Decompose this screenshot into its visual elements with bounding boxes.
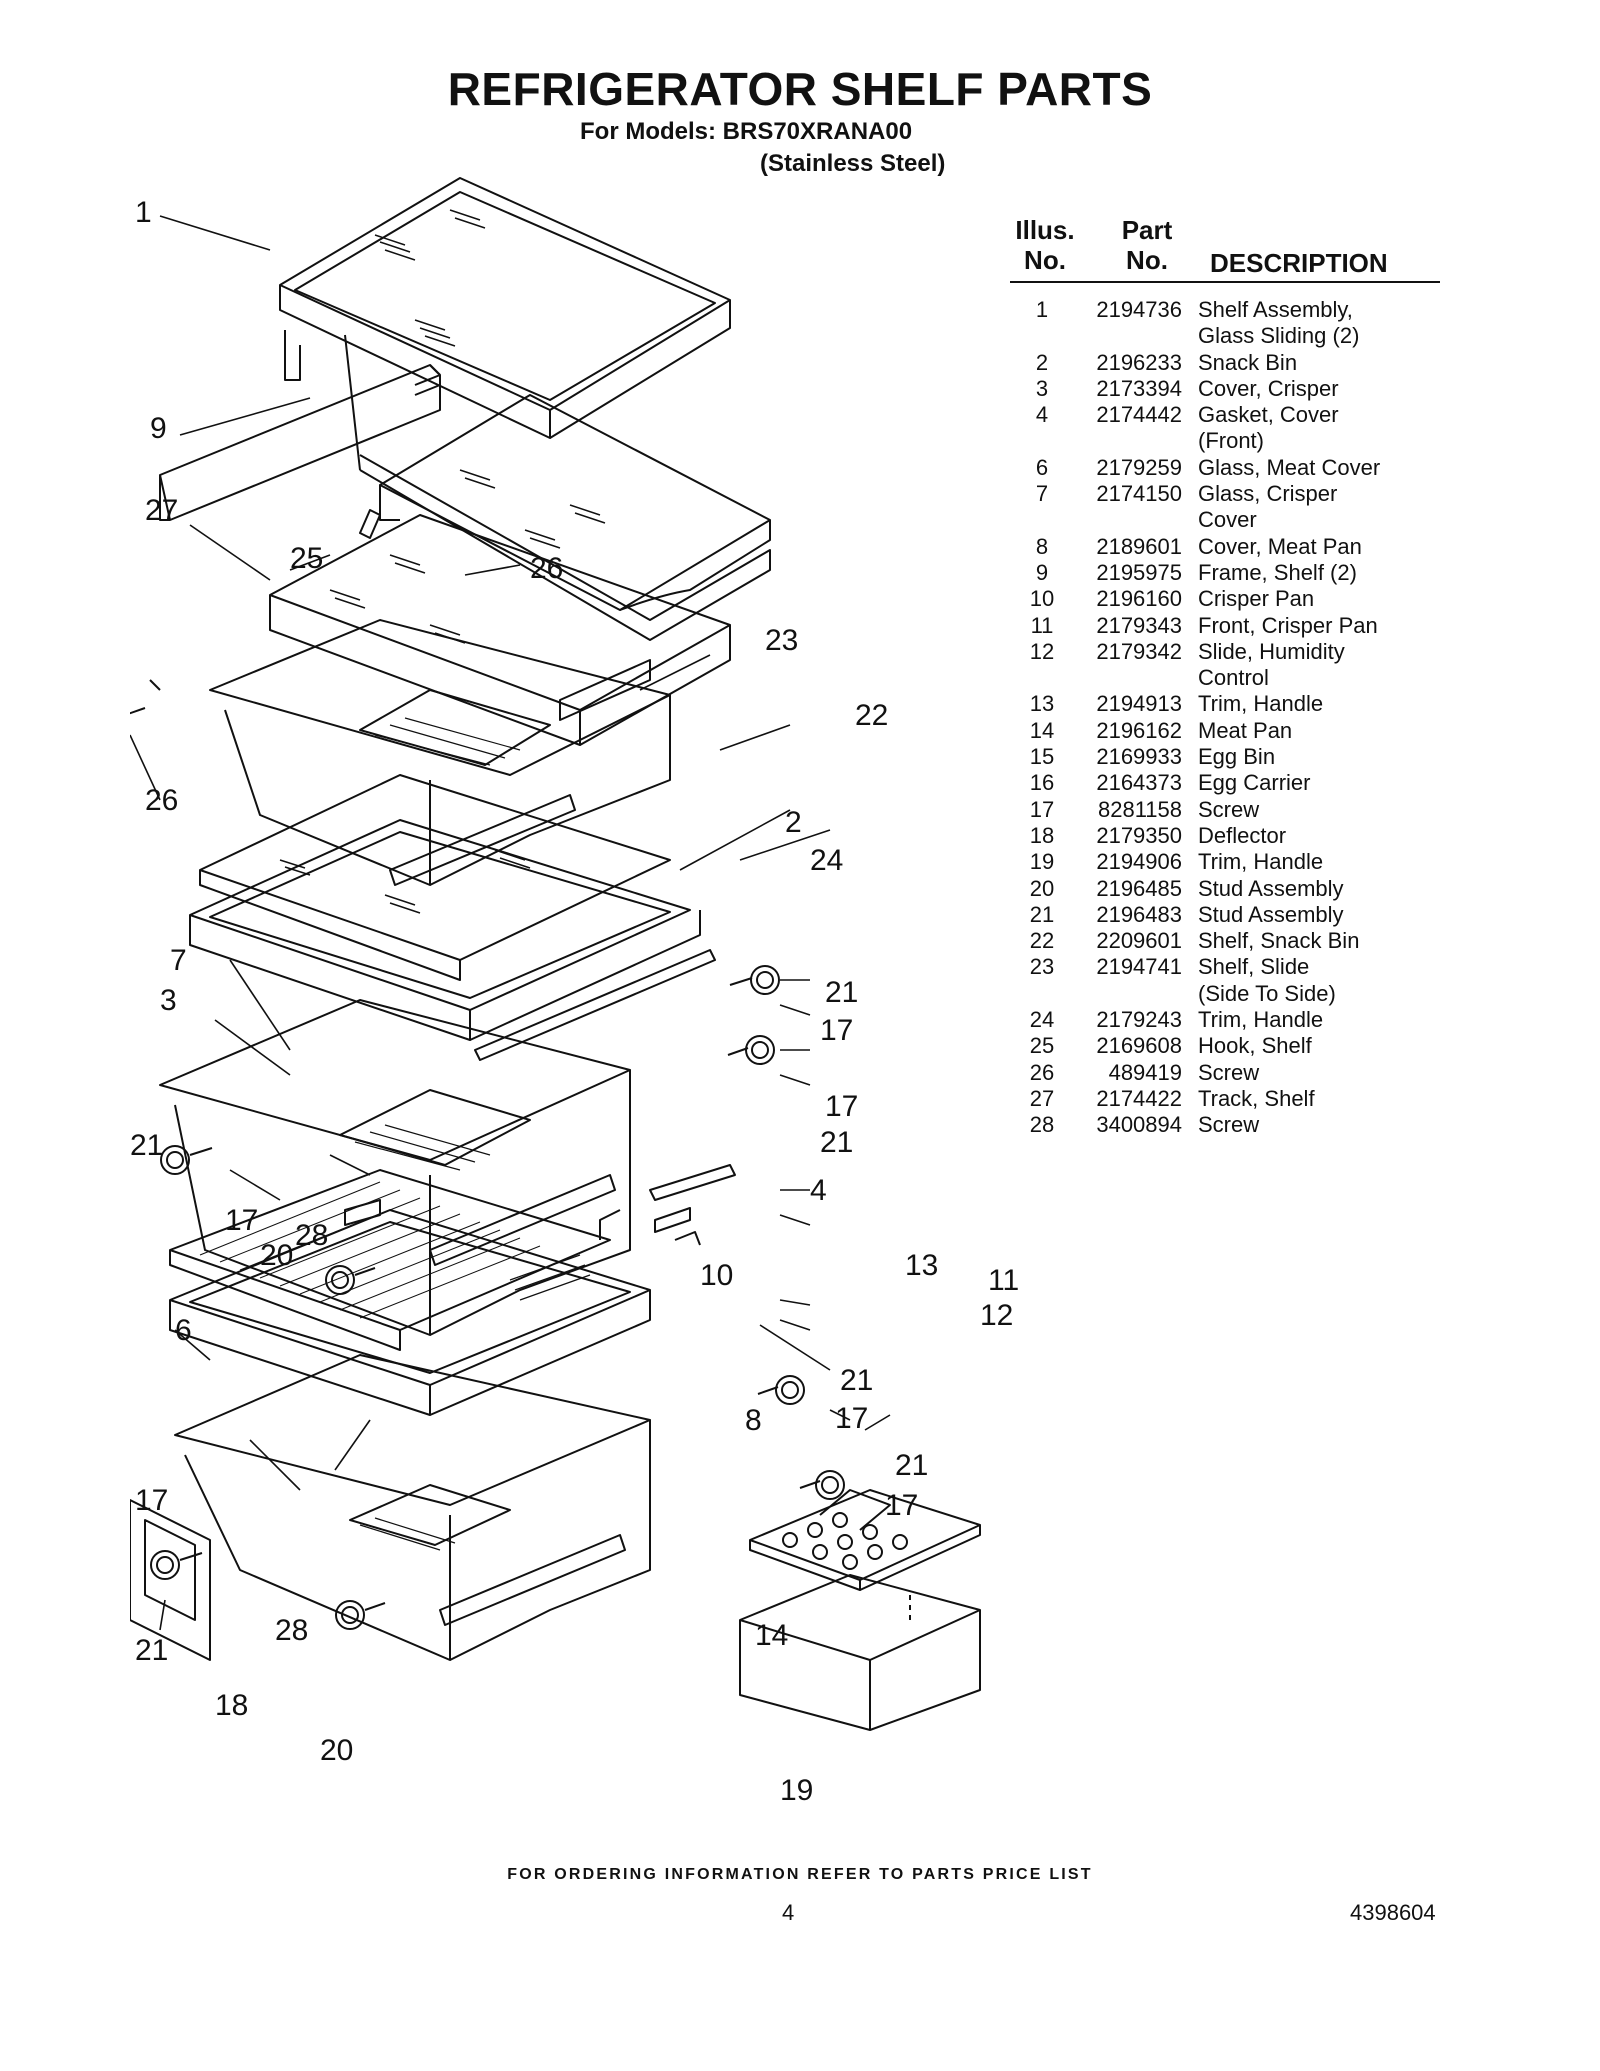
callout-label: 17: [825, 1090, 858, 1123]
page-title: REFRIGERATOR SHELF PARTS: [447, 63, 1153, 115]
callout-label: 20: [260, 1239, 293, 1272]
document-number: 4398604: [1350, 1900, 1436, 1925]
callout-label: 13: [905, 1249, 938, 1282]
callout-label: 9: [150, 412, 167, 445]
callout-leader-lines: [130, 215, 891, 1631]
crisper-cover-frame-part: [189, 819, 716, 1061]
page-number: 4: [782, 1900, 795, 1925]
callout-label: 21: [820, 1126, 853, 1159]
meat-pan-part: [174, 1354, 651, 1661]
exploded-parts-diagram: 1 9 27 26 25 23 26 22 2 24 7 3 21 17 21 …: [130, 177, 1019, 1807]
callout-label: 26: [145, 784, 178, 817]
callout-label: 14: [755, 1619, 788, 1652]
callout-label: 21: [840, 1364, 873, 1397]
glass-shelf-part: [279, 177, 771, 641]
part-header-no: No.: [1126, 245, 1168, 275]
callout-label: 3: [160, 984, 177, 1017]
crisper-cover-glass-part: [199, 774, 671, 981]
callout-label: 17: [225, 1204, 258, 1237]
part-header: Part: [1121, 215, 1173, 245]
meat-cover-glass-part: [169, 1169, 611, 1351]
ordering-note: FOR ORDERING INFORMATION REFER TO PARTS …: [507, 1866, 1093, 1883]
callout-label: 21: [825, 976, 858, 1009]
callout-label: 19: [780, 1774, 813, 1807]
description-header: DESCRIPTION: [1210, 248, 1388, 278]
callout-label: 28: [295, 1219, 328, 1252]
callout-label: 17: [835, 1402, 868, 1435]
callout-label: 6: [175, 1314, 192, 1347]
callout-label: 4: [810, 1174, 827, 1207]
callout-label: 1: [135, 196, 152, 229]
callout-label: 12: [980, 1299, 1013, 1332]
callout-label: 17: [885, 1489, 918, 1522]
meat-pan-cover-part: [169, 1209, 651, 1416]
callout-label: 18: [215, 1689, 248, 1722]
snack-bin-part: [209, 619, 671, 886]
fastener-part: [130, 374, 845, 1630]
callout-label: 25: [290, 542, 323, 575]
callout-label: 22: [855, 699, 888, 732]
callout-label: 17: [135, 1484, 168, 1517]
callout-label: 2: [785, 806, 802, 839]
crisper-pan-part: [159, 999, 631, 1336]
callout-label: 17: [820, 1014, 853, 1047]
parts-table-header: Illus. No. Part No. DESCRIPTION: [1010, 215, 1440, 283]
callout-label: 21: [130, 1129, 163, 1162]
model-number: For Models: BRS70XRANA00: [580, 118, 913, 145]
callout-label: 20: [320, 1734, 353, 1767]
callout-label: 10: [700, 1259, 733, 1292]
callout-labels: 1 9 27 26 25 23 26 22 2 24 7 3 21 17 21 …: [130, 196, 1019, 1807]
callout-label: 23: [765, 624, 798, 657]
handle-trim-part: [389, 794, 626, 1626]
callout-label: 7: [170, 944, 187, 977]
callout-label: 21: [135, 1634, 168, 1667]
humidity-control-part: [599, 1164, 736, 1246]
callout-label: 24: [810, 844, 843, 877]
illus-header: Illus.: [1015, 215, 1075, 245]
deflector-part: [130, 1499, 211, 1661]
callout-label: 11: [988, 1264, 1019, 1297]
shelf-track-part: [159, 364, 441, 521]
callout-label: 27: [145, 494, 178, 527]
callout-label: 8: [745, 1404, 762, 1437]
slide-shelf-part: [379, 394, 771, 611]
egg-bin-part: [739, 1489, 981, 1731]
callout-label: 26: [530, 552, 563, 585]
callout-label: 21: [895, 1449, 928, 1482]
illus-header-no: No.: [1024, 245, 1066, 275]
callout-label: 28: [275, 1614, 308, 1647]
model-finish: (Stainless Steel): [760, 150, 946, 177]
